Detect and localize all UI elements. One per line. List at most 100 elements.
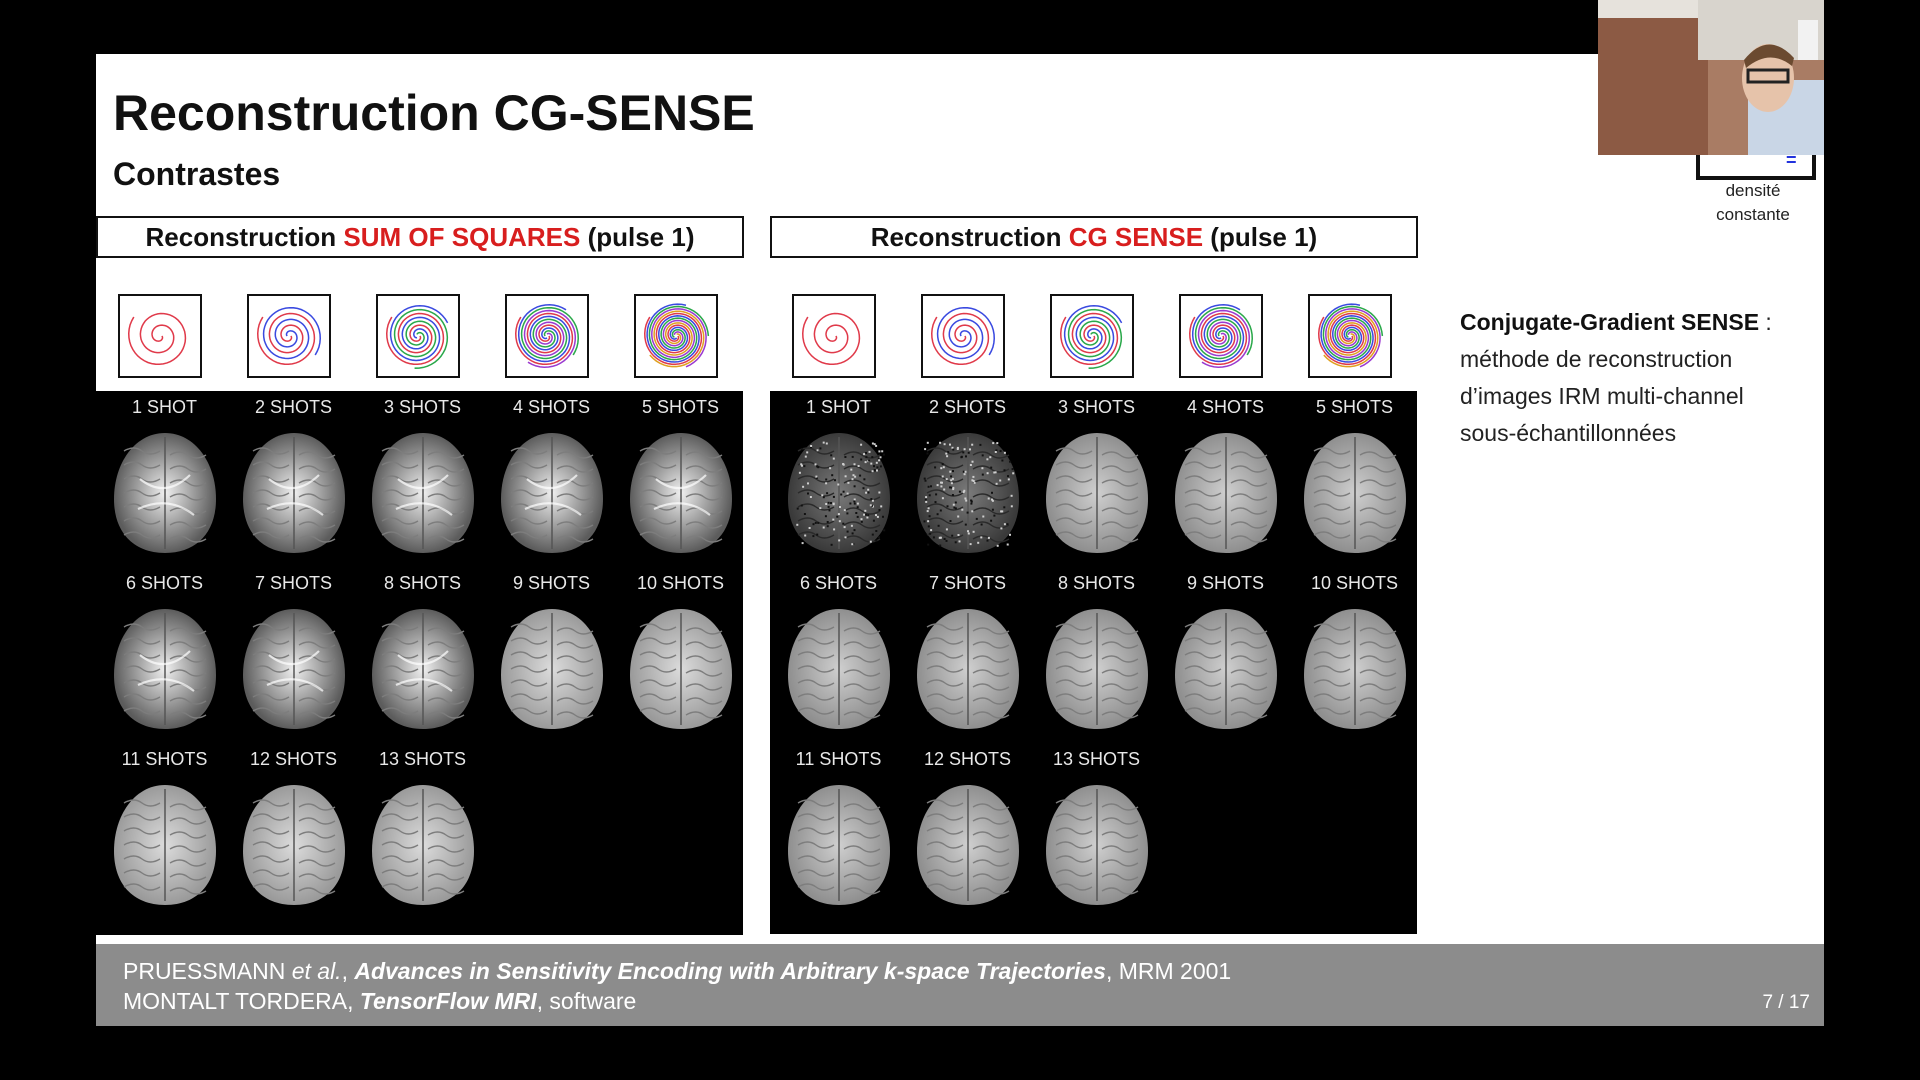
shot-reconstruction-cell: 8 SHOTS: [358, 567, 487, 743]
ref1-sep: ,: [342, 958, 355, 984]
shot-reconstruction-cell: 6 SHOTS: [774, 567, 903, 743]
header-prefix: Reconstruction: [871, 222, 1069, 253]
brain-mri-image: [626, 429, 736, 557]
shot-reconstruction-cell: 5 SHOTS: [1290, 391, 1419, 567]
shot-label: 13 SHOTS: [358, 749, 487, 770]
brain-mri-image: [1300, 605, 1410, 733]
spiral-trajectory-icon: [376, 294, 460, 378]
shot-reconstruction-cell: 11 SHOTS: [774, 743, 903, 919]
shot-label: 5 SHOTS: [1290, 397, 1419, 418]
spiral-trajectory-icon: [505, 294, 589, 378]
brain-mri-image: [239, 605, 349, 733]
corner-note: densité constante: [1698, 179, 1808, 227]
shot-reconstruction-cell: 13 SHOTS: [1032, 743, 1161, 919]
shot-label: 12 SHOTS: [229, 749, 358, 770]
spiral-trajectory-icon: [792, 294, 876, 378]
brain-mri-image: [784, 605, 894, 733]
shot-reconstruction-cell: 2 SHOTS: [903, 391, 1032, 567]
page-number: 7 / 17: [1762, 992, 1810, 1014]
brain-mri-image: [110, 781, 220, 909]
brain-mri-image: [497, 429, 607, 557]
shot-reconstruction-cell: 12 SHOTS: [229, 743, 358, 919]
ref2-venue: , software: [537, 988, 637, 1014]
brain-mri-image: [1171, 429, 1281, 557]
header-highlight: SUM OF SQUARES: [343, 222, 580, 253]
brain-mri-image: [626, 605, 736, 733]
slide-title: Reconstruction CG-SENSE: [113, 84, 755, 142]
shot-reconstruction-cell: 7 SHOTS: [229, 567, 358, 743]
shot-reconstruction-cell: 4 SHOTS: [1161, 391, 1290, 567]
presenter-webcam: [1598, 0, 1824, 155]
brain-mri-image: [368, 781, 478, 909]
shot-label: 9 SHOTS: [1161, 573, 1290, 594]
brain-mri-image: [913, 781, 1023, 909]
shot-label: 1 SHOT: [100, 397, 229, 418]
shot-reconstruction-cell: 4 SHOTS: [487, 391, 616, 567]
header-suffix: (pulse 1): [1203, 222, 1317, 253]
brain-mri-image: [913, 605, 1023, 733]
slide: Reconstruction CG-SENSE Contrastes Recon…: [96, 54, 1824, 1026]
presenter-video-icon: [1598, 0, 1824, 155]
trajectory-row-left: [96, 294, 744, 380]
shot-label: 6 SHOTS: [100, 573, 229, 594]
shot-label: 7 SHOTS: [903, 573, 1032, 594]
brain-mri-image: [110, 429, 220, 557]
brain-mri-image: [110, 605, 220, 733]
spiral-trajectory-icon: [634, 294, 718, 378]
shot-reconstruction-cell: 2 SHOTS: [229, 391, 358, 567]
shot-label: 11 SHOTS: [100, 749, 229, 770]
shot-label: 4 SHOTS: [1161, 397, 1290, 418]
shot-label: 1 SHOT: [774, 397, 903, 418]
shot-reconstruction-cell: 3 SHOTS: [1032, 391, 1161, 567]
shot-label: 10 SHOTS: [616, 573, 745, 594]
brain-mri-image: [784, 429, 894, 557]
brain-mri-image: [1042, 605, 1152, 733]
shot-reconstruction-cell: 10 SHOTS: [1290, 567, 1419, 743]
shot-label: 4 SHOTS: [487, 397, 616, 418]
header-highlight: CG SENSE: [1069, 222, 1203, 253]
corner-note-line1: densité: [1698, 179, 1808, 203]
sum-of-squares-header: Reconstruction SUM OF SQUARES (pulse 1): [96, 216, 744, 258]
ref2-author: MONTALT TORDERA,: [123, 988, 360, 1014]
corner-note-line2: constante: [1698, 203, 1808, 227]
brain-mri-image: [239, 781, 349, 909]
trajectory-row-right: [770, 294, 1418, 380]
shot-label: 11 SHOTS: [774, 749, 903, 770]
shot-label: 3 SHOTS: [358, 397, 487, 418]
brain-mri-image: [368, 605, 478, 733]
spiral-trajectory-icon: [921, 294, 1005, 378]
spiral-trajectory-icon: [1308, 294, 1392, 378]
reference-1: PRUESSMANN et al., Advances in Sensitivi…: [123, 958, 1231, 985]
shot-reconstruction-cell: 1 SHOT: [100, 391, 229, 567]
brain-mri-image: [239, 429, 349, 557]
brain-mri-image: [1300, 429, 1410, 557]
brain-mri-image: [784, 781, 894, 909]
spiral-trajectory-icon: [1050, 294, 1134, 378]
ref1-title: Advances in Sensitivity Encoding with Ar…: [354, 958, 1106, 984]
shot-reconstruction-cell: 13 SHOTS: [358, 743, 487, 919]
corner-bracket: [1696, 154, 1816, 180]
shot-reconstruction-cell: 7 SHOTS: [903, 567, 1032, 743]
sum-of-squares-grid: 1 SHOT2 SHOTS3 SHOTS4 SHOTS5 SHOTS 6 SHOT…: [96, 391, 743, 935]
side-description: Conjugate-Gradient SENSE : méthode de re…: [1460, 304, 1790, 452]
shot-label: 3 SHOTS: [1032, 397, 1161, 418]
brain-mri-image: [497, 605, 607, 733]
shot-label: 2 SHOTS: [903, 397, 1032, 418]
header-suffix: (pulse 1): [580, 222, 694, 253]
shot-label: 8 SHOTS: [358, 573, 487, 594]
shot-reconstruction-cell: 3 SHOTS: [358, 391, 487, 567]
shot-reconstruction-cell: 8 SHOTS: [1032, 567, 1161, 743]
brain-mri-image: [368, 429, 478, 557]
shot-reconstruction-cell: 10 SHOTS: [616, 567, 745, 743]
ref1-venue: , MRM 2001: [1106, 958, 1231, 984]
brain-mri-image: [1042, 781, 1152, 909]
spiral-trajectory-icon: [247, 294, 331, 378]
shot-reconstruction-cell: 9 SHOTS: [1161, 567, 1290, 743]
shot-reconstruction-cell: 6 SHOTS: [100, 567, 229, 743]
shot-reconstruction-cell: 5 SHOTS: [616, 391, 745, 567]
shot-label: 5 SHOTS: [616, 397, 745, 418]
shot-label: 13 SHOTS: [1032, 749, 1161, 770]
shot-label: 12 SHOTS: [903, 749, 1032, 770]
shot-label: 2 SHOTS: [229, 397, 358, 418]
references-footer: PRUESSMANN et al., Advances in Sensitivi…: [96, 944, 1824, 1026]
